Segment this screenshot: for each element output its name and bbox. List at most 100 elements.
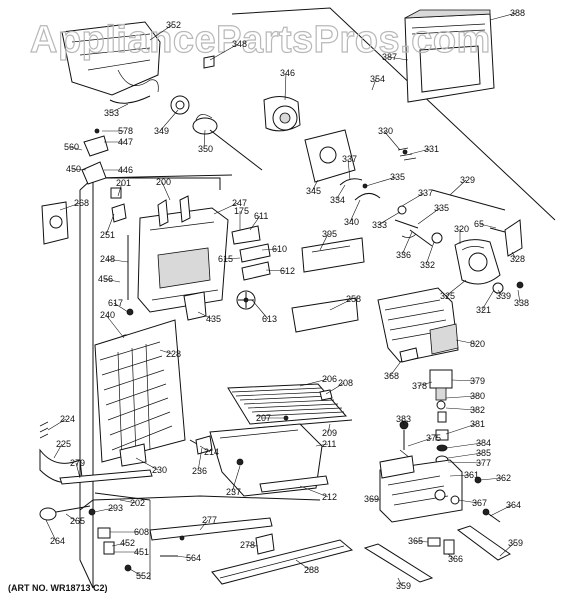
leader-line-214: [199, 445, 211, 453]
leader-line-288: [295, 559, 311, 571]
part-label-336: 336: [396, 250, 411, 260]
part-label-236: 236: [192, 466, 207, 476]
part-label-340: 340: [344, 217, 359, 227]
auger-drive-350: [192, 114, 263, 171]
leader-line-328: [511, 251, 517, 260]
rail-277: [149, 517, 273, 541]
part-label-359b: 359: [396, 581, 411, 591]
leader-line-387: [387, 56, 409, 61]
auger-rod-353: [109, 95, 151, 104]
part-label-447: 447: [118, 137, 133, 147]
leader-line-610: [261, 248, 279, 251]
shelf-206: [227, 383, 348, 425]
leader-line-359a: [499, 542, 515, 557]
part-label-610: 610: [272, 244, 287, 254]
part-label-617: 617: [108, 298, 123, 308]
part-label-375: 375: [426, 433, 441, 443]
part-label-268: 268: [74, 198, 89, 208]
part-label-383: 383: [396, 414, 411, 424]
leader-line-268: [59, 202, 81, 211]
part-label-337b: 337: [418, 188, 433, 198]
leader-line-380: [445, 395, 477, 399]
leader-line-613: [251, 299, 269, 320]
leader-line-385: [447, 452, 483, 459]
leader-line-615: [223, 257, 241, 260]
part-label-348: 348: [232, 39, 247, 49]
leader-line-375: [407, 437, 433, 447]
part-label-612: 612: [280, 266, 295, 276]
part-label-201: 201: [116, 178, 131, 188]
leader-line-264: [45, 519, 57, 542]
bracket-345: [304, 129, 356, 183]
part-label-208: 208: [338, 378, 353, 388]
leader-line-349: [159, 109, 179, 132]
leader-line-452: [111, 542, 127, 547]
part-label-251: 251: [100, 230, 115, 240]
part-label-212: 212: [322, 492, 337, 502]
part-label-330: 330: [378, 126, 393, 136]
part-label-560: 560: [64, 142, 79, 152]
leader-line-382: [445, 407, 477, 411]
bearing-349: [170, 95, 190, 115]
leader-line-364: [489, 504, 513, 517]
motor-346: [263, 96, 301, 132]
leader-line-820: [455, 339, 477, 345]
part-label-552: 552: [136, 571, 151, 581]
leader-line-354: [371, 78, 377, 91]
leader-line-335b: [417, 207, 441, 225]
part-label-224: 224: [60, 414, 75, 424]
cover-258: [291, 297, 359, 333]
leader-line-359b: [397, 577, 403, 587]
part-label-175: 175: [234, 206, 249, 216]
rail-202: [94, 492, 151, 501]
bin-211: [209, 423, 323, 497]
part-label-237: 237: [226, 487, 241, 497]
part-label-451: 451: [134, 547, 149, 557]
grille-288: [211, 539, 354, 585]
cover-395: [301, 237, 365, 273]
part-label-200: 200: [156, 177, 171, 187]
part-label-334: 334: [330, 195, 345, 205]
ice-maker-325: [454, 239, 501, 285]
leader-line-325: [445, 279, 467, 297]
part-label-320: 320: [454, 224, 469, 234]
drain-230: [119, 439, 205, 467]
part-label-353: 353: [104, 108, 119, 118]
part-label-564: 564: [186, 553, 201, 563]
ice-maker-820: [377, 287, 459, 363]
leader-line-236: [197, 447, 203, 472]
part-label-578: 578: [118, 126, 133, 136]
leader-line-321: [481, 289, 495, 311]
leader-line-335a: [365, 176, 397, 187]
part-label-279: 279: [70, 458, 85, 468]
leader-line-211: [315, 443, 329, 447]
leader-line-367: [457, 499, 479, 504]
part-label-332: 332: [420, 260, 435, 270]
fan-motor-435: [183, 291, 207, 321]
part-label-331: 331: [424, 144, 439, 154]
leader-line-293: [93, 507, 115, 513]
leader-line-611: [249, 215, 261, 231]
part-label-380: 380: [470, 391, 485, 401]
leader-line-361: [449, 474, 471, 477]
part-label-366: 366: [448, 554, 463, 564]
part-label-613: 613: [262, 314, 277, 324]
part-label-278: 278: [240, 540, 255, 550]
damper-268: [41, 201, 69, 245]
part-label-388: 388: [510, 8, 525, 18]
thermostat-450: [81, 128, 109, 185]
dispenser-door-387: [404, 9, 495, 103]
part-label-381: 381: [470, 419, 485, 429]
part-label-615: 615: [218, 254, 233, 264]
leader-line-560: [69, 146, 83, 151]
leader-line-230: [135, 457, 159, 471]
leader-line-339: [497, 289, 503, 297]
part-label-209: 209: [322, 428, 337, 438]
part-label-247: 247: [232, 198, 247, 208]
leader-line-200: [161, 181, 171, 201]
solenoid-379: [429, 369, 453, 423]
leader-line-237: [231, 465, 241, 493]
part-label-378: 378: [412, 381, 427, 391]
part-label-329: 329: [460, 175, 475, 185]
